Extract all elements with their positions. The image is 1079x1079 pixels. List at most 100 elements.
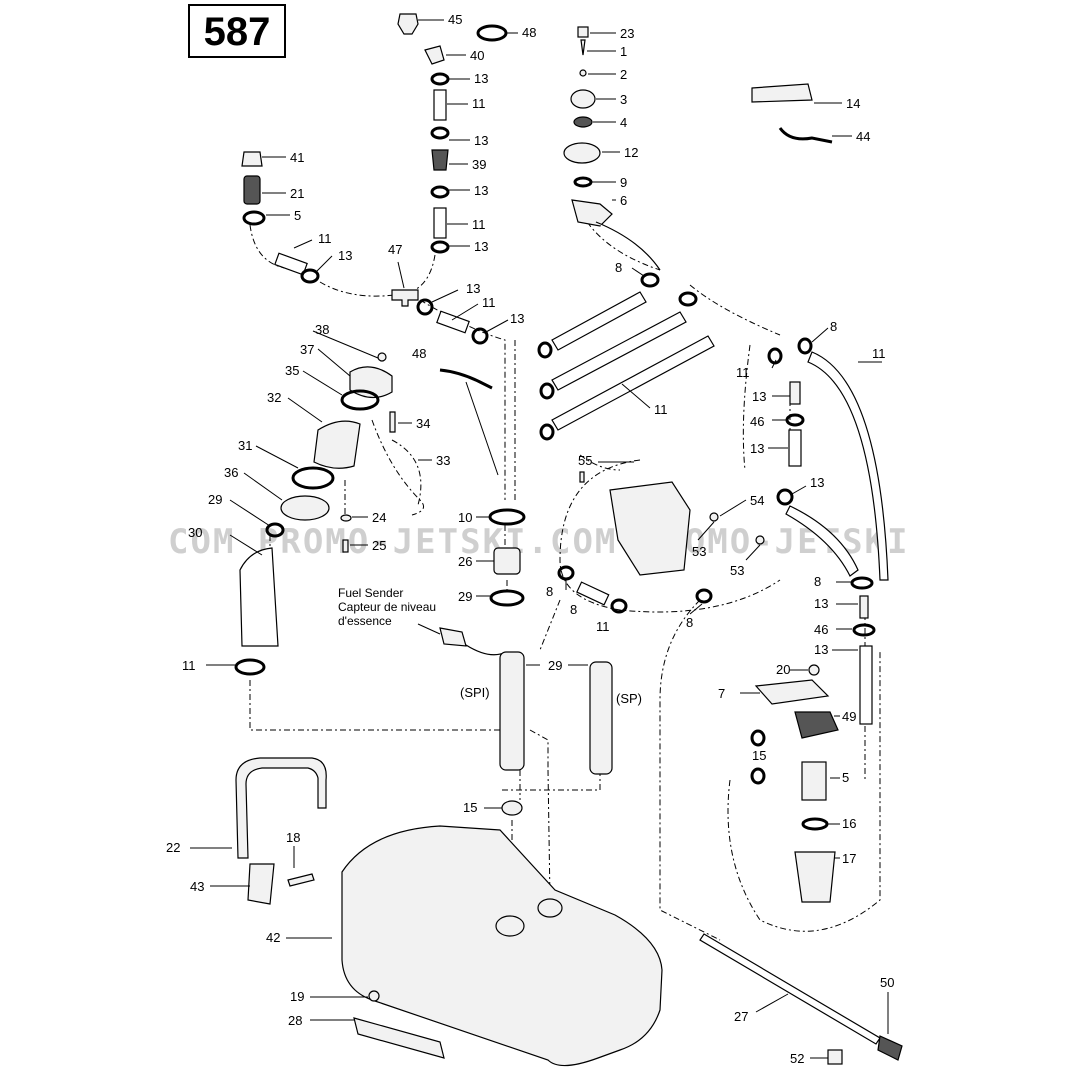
hose-11e-icon[interactable]: [788, 429, 802, 467]
sender-wire-icon[interactable]: [465, 644, 507, 656]
nut-36-icon[interactable]: [280, 495, 330, 521]
filter-icon[interactable]: [801, 761, 827, 801]
clamp-13b-icon[interactable]: [430, 126, 450, 140]
strainer-icon[interactable]: [501, 800, 523, 816]
hose-right-long-icon[interactable]: [807, 351, 889, 581]
callout-washer-53b: 53: [730, 563, 744, 578]
clamp-long-2-icon[interactable]: [539, 382, 555, 400]
hose-long-2-icon[interactable]: [551, 311, 687, 391]
hose-long-1-icon[interactable]: [551, 291, 647, 351]
screw-55-icon[interactable]: [579, 471, 585, 483]
clamp-8a-icon[interactable]: [640, 272, 660, 288]
clip-icon[interactable]: [827, 1049, 843, 1065]
clamp-long-3-icon[interactable]: [539, 423, 555, 441]
check-valve-icon[interactable]: [431, 149, 449, 171]
hose-11d-icon[interactable]: [436, 310, 470, 334]
filter-head-icon[interactable]: [794, 711, 839, 739]
screw-28-icon[interactable]: [368, 990, 380, 1002]
clamp-13a-icon[interactable]: [430, 72, 450, 86]
hose-11a-icon[interactable]: [433, 89, 447, 121]
handle-icon[interactable]: [877, 1035, 903, 1061]
clamp-5b-icon[interactable]: [750, 729, 766, 747]
clamp-13j-icon[interactable]: [610, 598, 628, 614]
hose-11f-icon[interactable]: [576, 581, 610, 606]
washer-24-icon[interactable]: [340, 514, 352, 522]
pin-icon[interactable]: [580, 39, 586, 56]
connector-46b-icon[interactable]: [859, 595, 869, 619]
oring-17-icon[interactable]: [801, 817, 829, 831]
clamp-8b-icon[interactable]: [678, 291, 698, 307]
sender-spi-icon[interactable]: [499, 651, 525, 771]
oring-9-icon[interactable]: [573, 176, 593, 188]
rivet-icon[interactable]: [287, 873, 315, 887]
hose-11c-icon[interactable]: [274, 252, 308, 276]
washer-53a-icon[interactable]: [709, 512, 719, 522]
pump-body-icon[interactable]: [609, 481, 691, 576]
ball-38-icon[interactable]: [377, 352, 387, 362]
knob-icon[interactable]: [570, 89, 596, 109]
connector-plug-icon[interactable]: [439, 627, 467, 647]
bowl-icon[interactable]: [794, 851, 836, 903]
screw-25-icon[interactable]: [342, 539, 349, 553]
sleeve-26-icon[interactable]: [493, 547, 521, 575]
hose-long-3-icon[interactable]: [551, 335, 715, 431]
nut-4-icon[interactable]: [573, 116, 593, 128]
callout-valve-21: 21: [290, 186, 304, 201]
elbow-icon[interactable]: [424, 45, 445, 65]
cap-41-icon[interactable]: [241, 151, 263, 167]
screw-34-icon[interactable]: [389, 411, 396, 433]
callout-hose-30: 30: [188, 525, 202, 540]
strap-icon[interactable]: [235, 757, 327, 859]
clamp-29c-icon[interactable]: [234, 658, 266, 676]
chain-icon[interactable]: [391, 439, 422, 506]
watermark: COM PROMO-JETSKI.COM PROMO-JETSKI: [168, 522, 910, 562]
washer-53b-icon[interactable]: [755, 535, 765, 545]
clamp-long-1-icon[interactable]: [537, 341, 553, 359]
hose-11g-icon[interactable]: [859, 645, 873, 725]
sender-sp-icon[interactable]: [589, 661, 613, 775]
holder-icon[interactable]: [751, 83, 813, 103]
callout-clamp-10: 13: [750, 441, 764, 456]
clamp-13d-icon[interactable]: [430, 240, 450, 254]
tie-icon[interactable]: [778, 127, 833, 144]
clamp-29a-icon[interactable]: [265, 522, 285, 538]
rod-icon[interactable]: [699, 933, 881, 1045]
bracket-27-icon[interactable]: [353, 1017, 445, 1059]
clamp-54-icon[interactable]: [776, 488, 794, 506]
clamp-13k-icon[interactable]: [850, 576, 874, 590]
hose-curve-icon[interactable]: [785, 505, 859, 577]
vent-cap-icon[interactable]: [397, 13, 419, 35]
clamp-13e-icon[interactable]: [300, 268, 320, 284]
gasket-35-icon[interactable]: [340, 389, 380, 411]
tank-port-1-icon[interactable]: [495, 915, 525, 937]
clamp-48-icon[interactable]: [439, 368, 493, 390]
clamp-5-icon[interactable]: [242, 210, 266, 226]
plate-42-icon[interactable]: [247, 863, 275, 905]
valve-21-icon[interactable]: [243, 175, 261, 205]
clamp-29b-icon[interactable]: [489, 589, 525, 607]
gasket-31-icon[interactable]: [291, 466, 335, 490]
clamp-8c-icon[interactable]: [797, 337, 813, 355]
hose-top-icon[interactable]: [595, 221, 661, 271]
clamp-13g-icon[interactable]: [471, 327, 489, 345]
filler-neck-icon[interactable]: [313, 420, 361, 469]
clamp-5c-icon[interactable]: [750, 767, 766, 785]
tank-port-2-icon[interactable]: [537, 898, 563, 918]
clamp-13i-icon[interactable]: [785, 413, 805, 427]
hose-11b-icon[interactable]: [433, 207, 447, 239]
clamp-13c-icon[interactable]: [430, 185, 450, 199]
flange-icon[interactable]: [563, 142, 601, 164]
clamp-13f-icon[interactable]: [416, 298, 434, 316]
clamp-48-top-icon[interactable]: [476, 24, 508, 42]
tee-icon[interactable]: [391, 289, 419, 307]
ball-icon[interactable]: [579, 69, 587, 77]
clamp-8d-icon[interactable]: [557, 565, 575, 581]
nut-7-icon[interactable]: [808, 664, 820, 676]
bracket-49-icon[interactable]: [754, 679, 830, 705]
clamp-8e-icon[interactable]: [695, 588, 713, 604]
connector-46-icon[interactable]: [789, 381, 801, 405]
cap-23-icon[interactable]: [577, 26, 589, 38]
clamp-13l-icon[interactable]: [852, 623, 876, 637]
hose-30-icon[interactable]: [239, 547, 279, 647]
valve-body-icon[interactable]: [571, 199, 613, 227]
